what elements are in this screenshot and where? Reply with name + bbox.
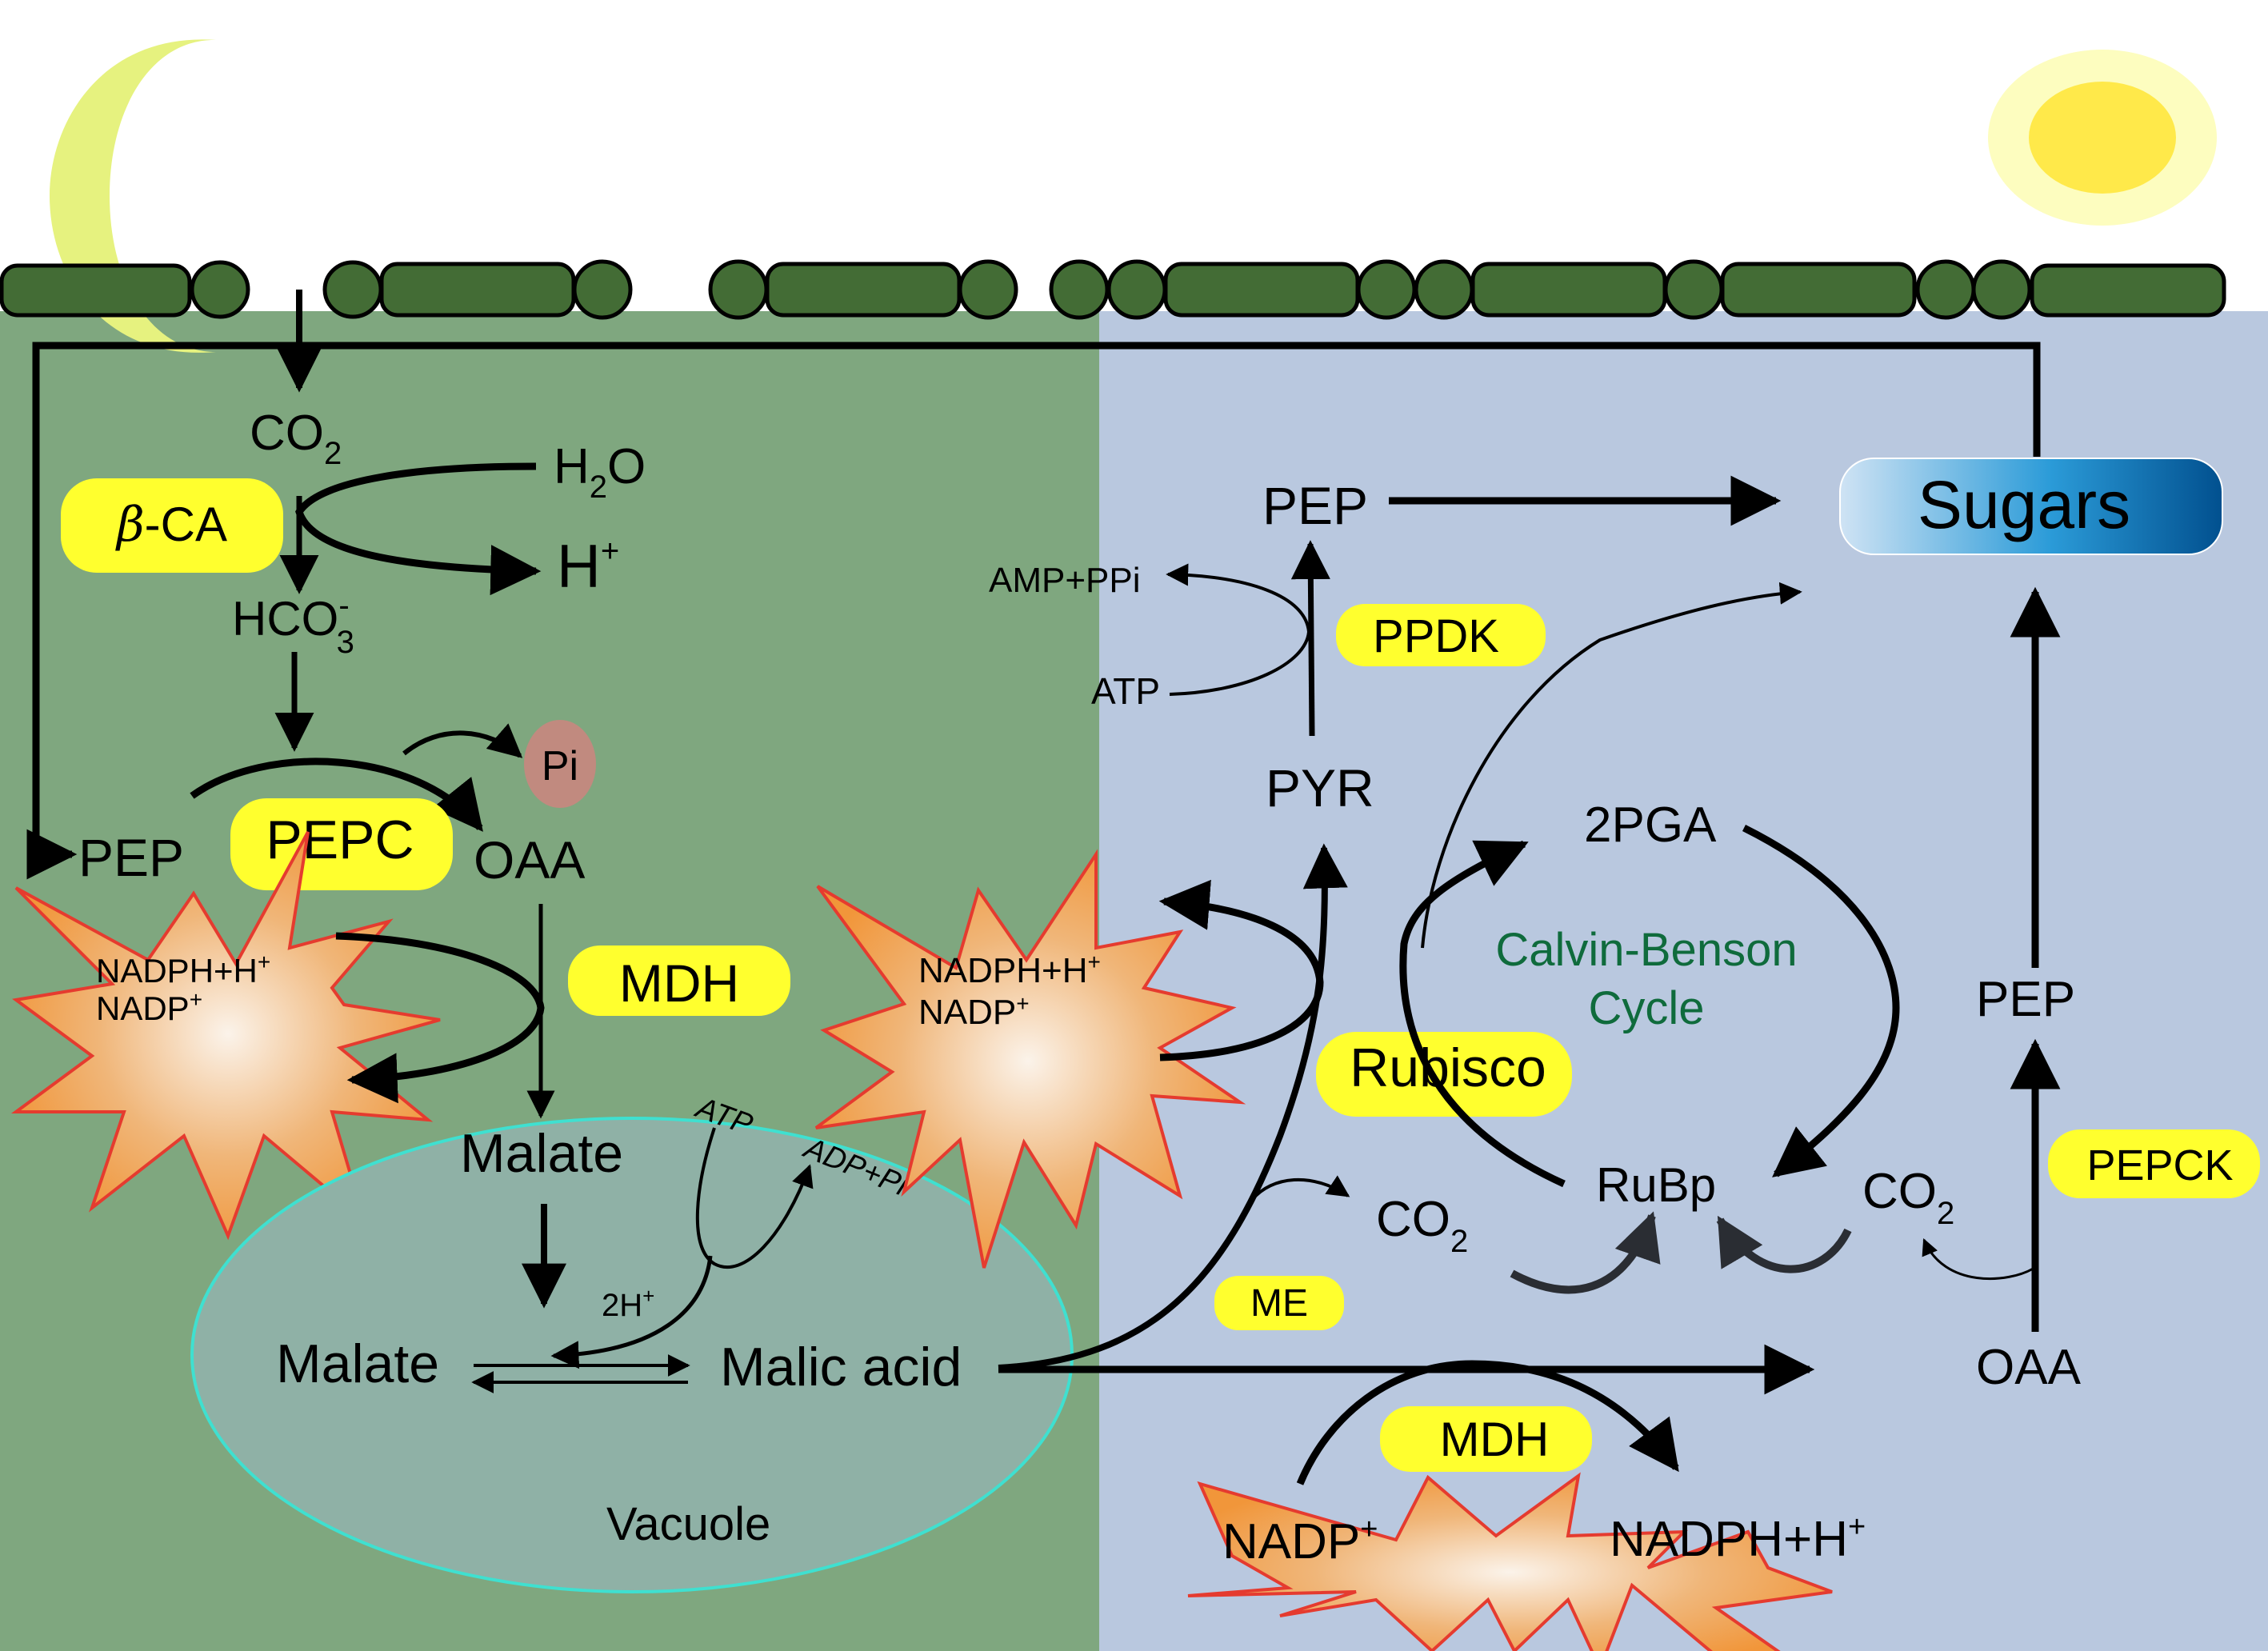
guard-cell — [1971, 259, 2032, 320]
guard-cell — [190, 260, 250, 319]
beta-ca-enzyme: β-CA — [61, 478, 283, 573]
guard-cell — [1915, 259, 1976, 320]
svg-text:Rubisco: Rubisco — [1350, 1037, 1546, 1098]
guard-cell — [1663, 259, 1724, 320]
h-plus-label: H+ — [557, 533, 619, 601]
atp-label-middle: ATP — [1091, 670, 1160, 712]
cycle-label: Cycle — [1588, 982, 1704, 1034]
epidermis-cell — [1720, 262, 1917, 318]
svg-text:ME: ME — [1250, 1282, 1308, 1325]
rubisco-enzyme: Rubisco — [1316, 1032, 1572, 1117]
nadph-starburst-left: NADPH+H+ NADP+ — [10, 831, 441, 1241]
malic-acid-to-pyr-arrow — [998, 843, 1348, 1371]
pep-label-left: PEP — [78, 828, 184, 887]
svg-text:NADP+: NADP+ — [1222, 1513, 1378, 1569]
two-h-plus-label: 2H+ — [602, 1284, 654, 1323]
me-enzyme: ME — [1214, 1276, 1344, 1330]
mdh-enzyme-bottom: MDH — [1380, 1406, 1592, 1472]
oaa-label-left: OAA — [474, 830, 585, 889]
epidermis-cell — [0, 263, 192, 318]
guard-cell — [1414, 259, 1474, 320]
svg-text:Pi: Pi — [542, 743, 578, 790]
pyr-to-pep-arrow — [1290, 540, 1330, 737]
guard-cell — [572, 259, 633, 320]
atp-to-amp-curve — [1166, 563, 1311, 696]
nadp-starburst-bottom: NADP+ NADPH+H+ — [1187, 1472, 1866, 1651]
svg-text:NADP+: NADP+ — [918, 991, 1030, 1032]
svg-text:NADP+: NADP+ — [96, 987, 202, 1027]
cycle-to-sugars-arrow — [1421, 582, 1802, 949]
pi-release-arrow — [402, 723, 523, 758]
sun-icon — [1988, 50, 2217, 226]
co2-to-rubp-arrow-left — [1510, 1211, 1661, 1294]
pepc-enzyme: PEPC — [230, 798, 453, 890]
epidermis-cell — [1470, 262, 1667, 318]
co2-label-left: CO2 — [250, 406, 342, 471]
mdh-enzyme-left: MDH — [568, 945, 790, 1016]
guard-cell — [958, 259, 1018, 320]
pepck-enzyme: PEPCK — [2048, 1129, 2260, 1198]
sugars-to-pep-recycle-arrow — [26, 342, 2041, 880]
2pga-to-rubp-arc — [1742, 824, 1900, 1177]
epidermis-cell — [765, 262, 962, 318]
ppdk-enzyme: PPDK — [1336, 604, 1546, 666]
guard-cell — [1106, 259, 1167, 320]
pi-molecule: Pi — [524, 720, 596, 808]
oaa-label-right: OAA — [1976, 1340, 2082, 1395]
h2o-to-hplus-curve — [295, 462, 542, 596]
hco3-label: HCO-3 — [232, 588, 354, 660]
pep-label-right: PEP — [1976, 972, 2075, 1027]
epidermis-cell — [1163, 262, 1360, 318]
svg-text:MDH: MDH — [1440, 1413, 1550, 1466]
vacuole-label: Vacuole — [606, 1498, 770, 1550]
co2-label-middle: CO2 — [1376, 1192, 1468, 1259]
svg-text:PPDK: PPDK — [1373, 610, 1499, 662]
atp-hydrolysis-curve — [695, 1127, 814, 1269]
pep-to-oaa-arc — [190, 758, 483, 832]
guard-cell — [708, 259, 769, 320]
rubp-label: RuBp — [1596, 1158, 1716, 1212]
svg-text:PEPCK: PEPCK — [2086, 1141, 2233, 1189]
calvin-benson-label: Calvin-Benson — [1495, 924, 1797, 976]
2pga-label: 2PGA — [1584, 798, 1717, 853]
proton-pump-curve — [550, 1255, 713, 1369]
nadph-starburst-middle: NADPH+H+ NADP+ — [814, 849, 1246, 1269]
co2-to-rubp-arrow-right — [1716, 1215, 1852, 1273]
svg-text:PEPC: PEPC — [266, 810, 414, 870]
epidermis-cell — [379, 262, 576, 318]
svg-text:MDH: MDH — [619, 953, 739, 1013]
malic-acid-label: Malic acid — [720, 1337, 962, 1397]
svg-text:β-CA: β-CA — [115, 497, 227, 553]
malate-label-cyto: Malate — [460, 1123, 623, 1184]
pepck-co2-release-arrow — [1922, 1238, 2035, 1281]
h2o-label: H2O — [554, 439, 646, 505]
svg-text:Sugars: Sugars — [1918, 467, 2130, 542]
epidermis-cell — [2030, 263, 2226, 318]
pep-label-middle: PEP — [1262, 476, 1368, 535]
svg-text:NADPH+H+: NADPH+H+ — [918, 949, 1101, 990]
me-co2-release-arrow — [1250, 1175, 1350, 1201]
mdh-cofactor-curve-bottom — [1296, 1360, 1679, 1485]
sugars-box: Sugars — [1839, 458, 2223, 555]
guard-cell — [1049, 259, 1110, 320]
co2-label-right: CO2 — [1862, 1164, 1954, 1231]
amp-ppi-label: AMP+PPi — [989, 561, 1141, 600]
malate-label-vacuole: Malate — [276, 1333, 439, 1394]
svg-text:NADPH+H+: NADPH+H+ — [96, 949, 270, 989]
rubp-to-2pga-arc — [1399, 840, 1566, 1188]
leaf-epidermis — [0, 259, 2226, 320]
guard-cell — [1356, 259, 1417, 320]
pyr-label: PYR — [1266, 758, 1374, 818]
guard-cell — [322, 260, 383, 319]
svg-text:NADPH+H+: NADPH+H+ — [1610, 1510, 1866, 1567]
